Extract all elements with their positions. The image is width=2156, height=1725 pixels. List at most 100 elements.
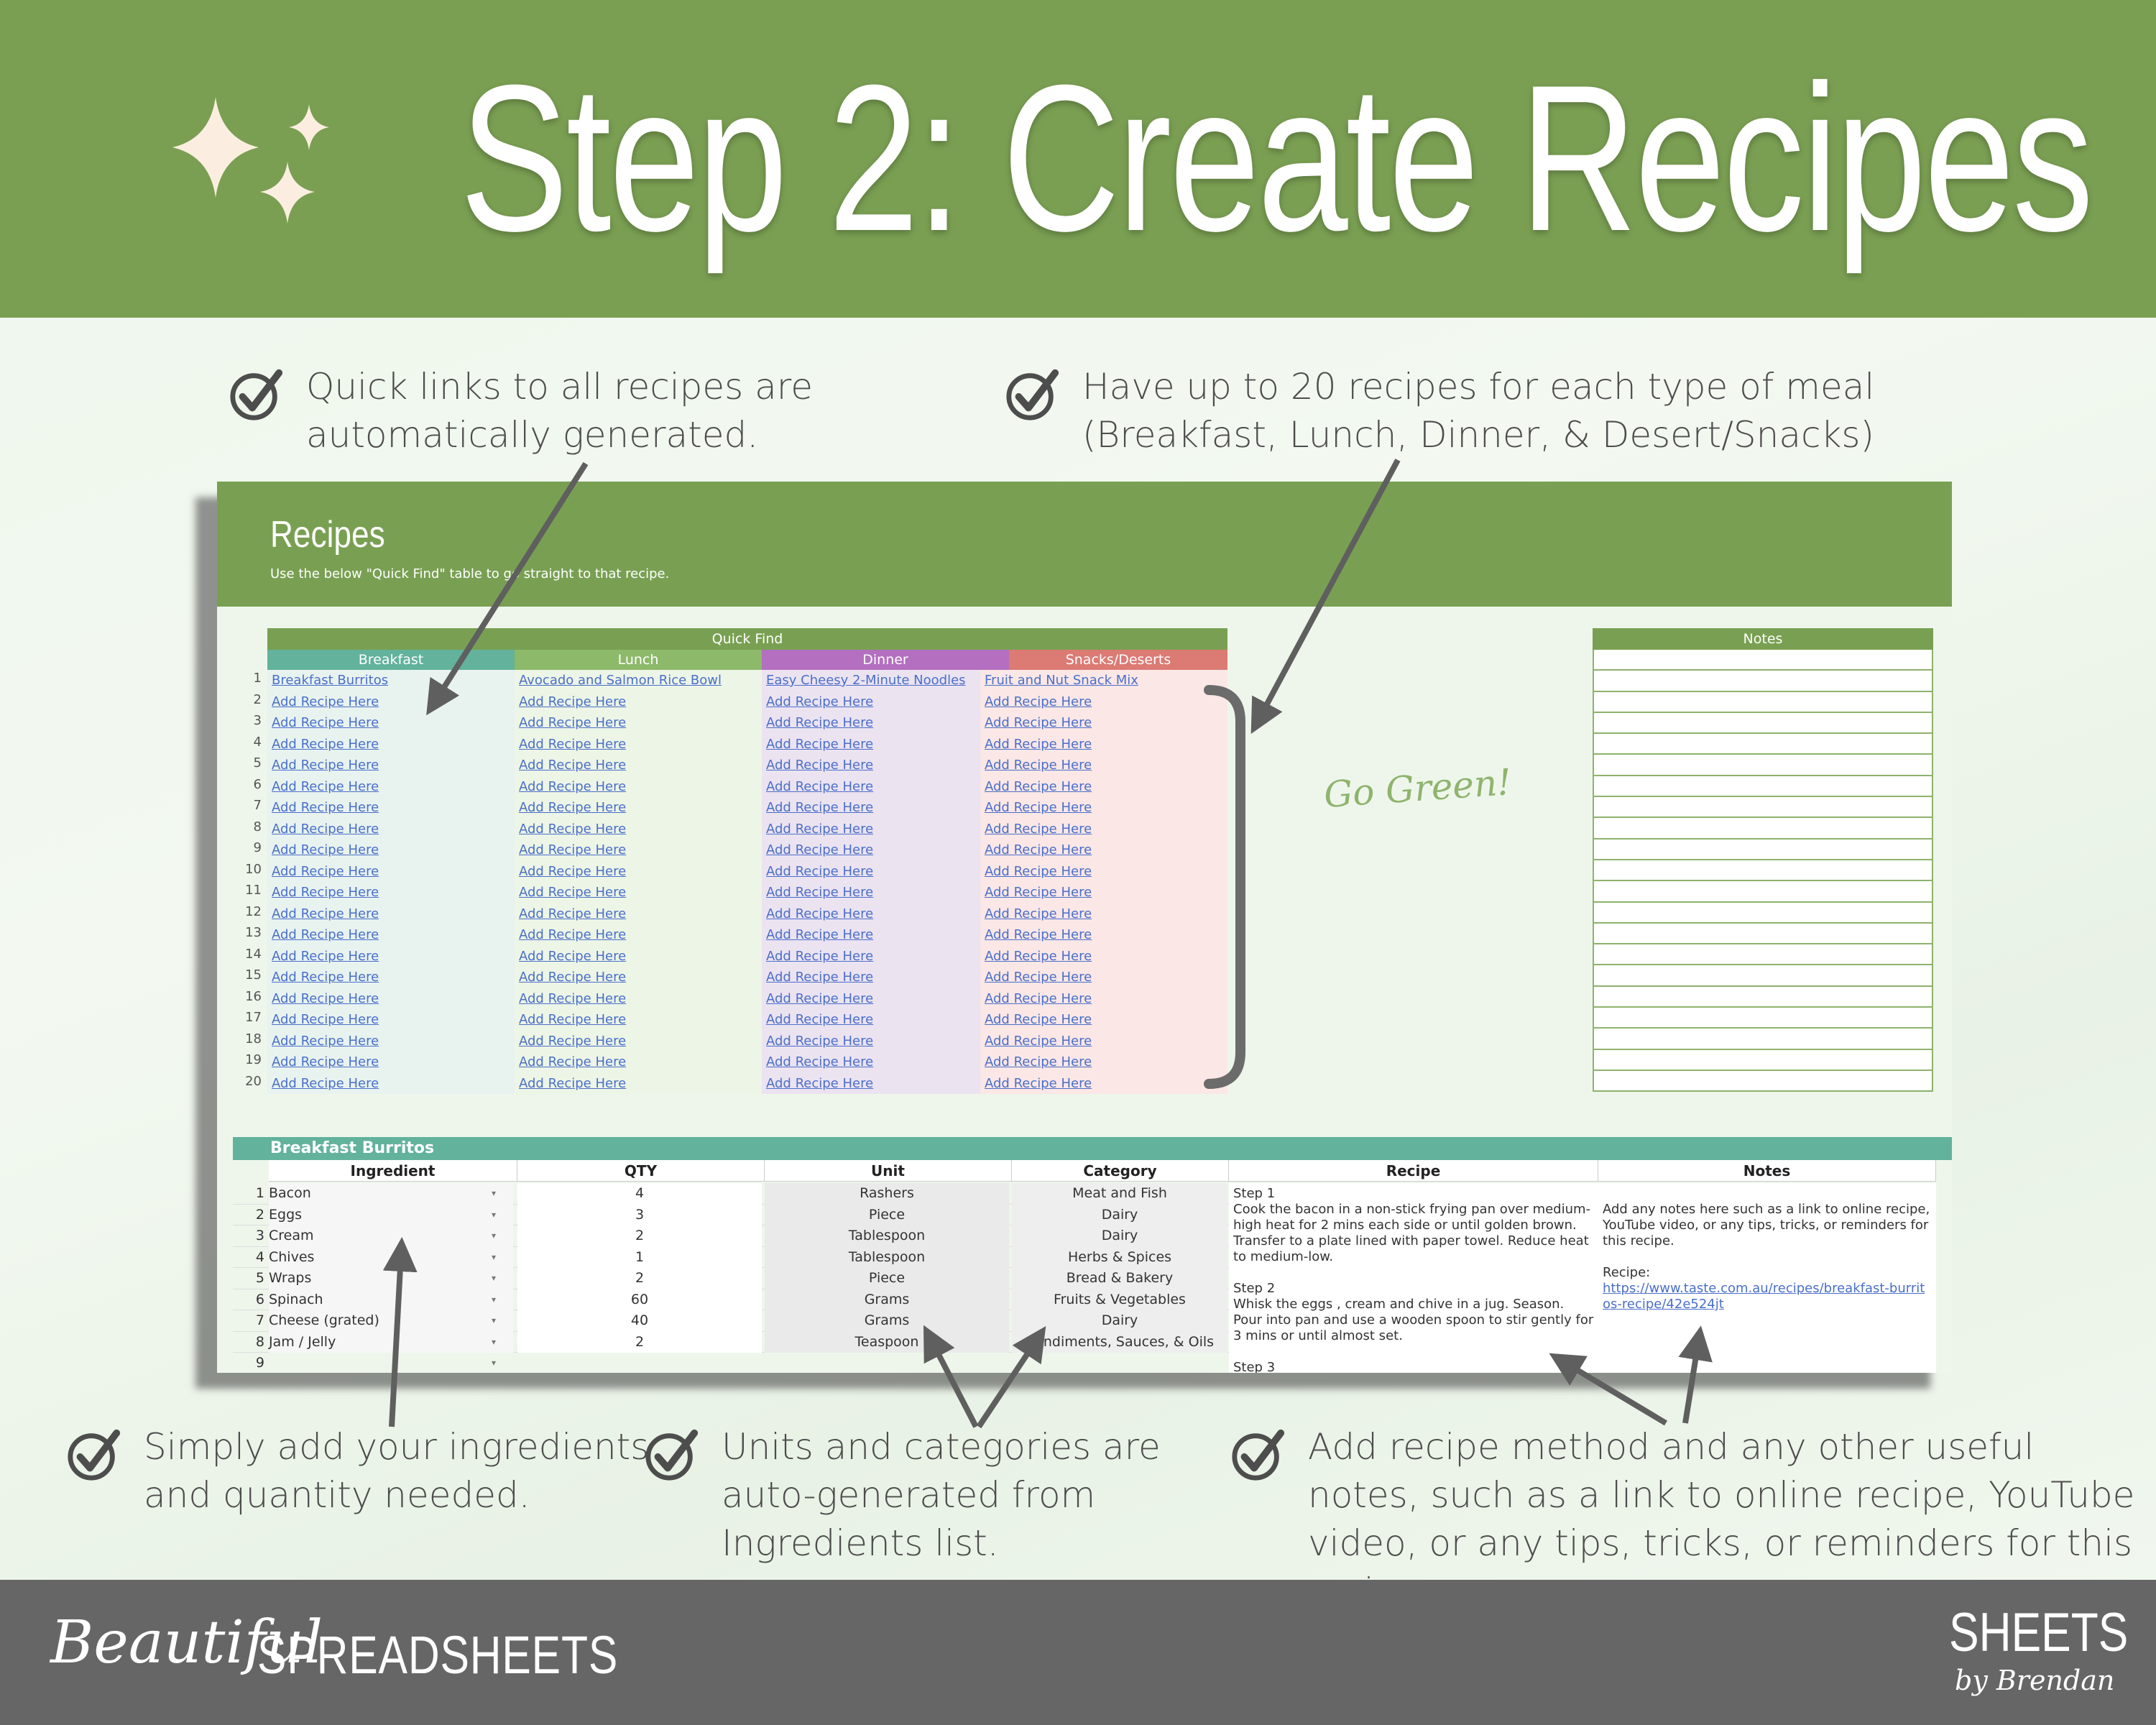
dropdown-arrow-icon[interactable]: ▾ [492, 1209, 497, 1220]
recipe-link[interactable]: Add Recipe Here [519, 1012, 627, 1027]
ingredient-cell[interactable]: Cream [269, 1225, 513, 1247]
recipe-link[interactable]: https://www.taste.com.au/recipes/breakfa… [1603, 1281, 1925, 1312]
recipe-link[interactable]: Add Recipe Here [272, 736, 379, 752]
recipe-link[interactable]: Add Recipe Here [985, 1012, 1092, 1027]
recipe-link[interactable]: Add Recipe Here [272, 863, 379, 879]
qty-cell[interactable]: 40 [517, 1310, 762, 1332]
notes-line[interactable] [1593, 860, 1933, 882]
recipe-link[interactable]: Add Recipe Here [766, 1075, 874, 1091]
recipe-link[interactable]: Add Recipe Here [519, 927, 627, 942]
notes-line[interactable] [1593, 944, 1933, 966]
recipe-link[interactable]: Add Recipe Here [985, 970, 1092, 985]
notes-line[interactable] [1593, 839, 1933, 860]
notes-line[interactable] [1593, 902, 1933, 924]
notes-line[interactable] [1593, 671, 1933, 692]
notes-line[interactable] [1593, 1049, 1933, 1071]
recipe-link[interactable]: Add Recipe Here [985, 990, 1092, 1006]
recipe-link[interactable]: Add Recipe Here [766, 1012, 874, 1027]
recipe-link[interactable]: Add Recipe Here [519, 970, 627, 985]
notes-line[interactable] [1593, 712, 1933, 735]
recipe-link[interactable]: Add Recipe Here [519, 1075, 627, 1091]
recipe-link[interactable]: Add Recipe Here [766, 948, 874, 964]
recipe-link[interactable]: Add Recipe Here [766, 1033, 874, 1049]
recipe-method[interactable]: Step 1 Cook the bacon in a non-stick fry… [1229, 1183, 1598, 1373]
notes-line[interactable] [1593, 965, 1933, 987]
recipe-link[interactable]: Add Recipe Here [519, 842, 627, 857]
ingredient-cell[interactable]: Spinach [269, 1289, 513, 1310]
recipe-link[interactable]: Fruit and Nut Snack Mix [985, 673, 1138, 688]
recipe-link[interactable]: Add Recipe Here [519, 821, 627, 837]
recipe-link[interactable]: Add Recipe Here [519, 948, 627, 964]
recipe-link[interactable]: Add Recipe Here [766, 758, 874, 773]
qty-cell[interactable]: 3 [517, 1204, 762, 1225]
recipe-link[interactable]: Add Recipe Here [766, 694, 874, 709]
recipe-link[interactable]: Avocado and Salmon Rice Bowl [519, 673, 722, 688]
recipe-link[interactable]: Add Recipe Here [519, 715, 627, 730]
recipe-link[interactable]: Add Recipe Here [766, 715, 874, 730]
recipe-link[interactable]: Add Recipe Here [766, 990, 874, 1006]
ingredient-cell[interactable]: Chives [269, 1246, 513, 1268]
dropdown-arrow-icon[interactable]: ▾ [492, 1230, 497, 1241]
dropdown-arrow-icon[interactable]: ▾ [492, 1358, 497, 1368]
notes-line[interactable] [1593, 650, 1933, 671]
ingredient-cell[interactable]: Cheese (grated) [269, 1310, 513, 1332]
recipe-link[interactable]: Add Recipe Here [766, 842, 874, 857]
recipe-link[interactable]: Add Recipe Here [766, 821, 874, 837]
recipe-link[interactable]: Add Recipe Here [272, 1054, 379, 1070]
notes-line[interactable] [1593, 1070, 1933, 1092]
recipe-link[interactable]: Add Recipe Here [272, 927, 379, 942]
notes-line[interactable] [1593, 755, 1933, 776]
recipe-link[interactable]: Add Recipe Here [272, 1075, 379, 1091]
recipe-link[interactable]: Add Recipe Here [985, 906, 1092, 921]
dropdown-arrow-icon[interactable]: ▾ [492, 1273, 497, 1283]
notes-line[interactable] [1593, 797, 1933, 819]
recipe-link[interactable]: Add Recipe Here [766, 736, 874, 752]
notes-line[interactable] [1593, 1029, 1933, 1050]
recipe-link[interactable]: Add Recipe Here [272, 885, 379, 900]
recipe-link[interactable]: Add Recipe Here [766, 800, 874, 815]
qty-cell[interactable]: 2 [517, 1331, 762, 1353]
qty-cell[interactable]: 60 [517, 1289, 762, 1310]
recipe-link[interactable]: Add Recipe Here [985, 1075, 1092, 1091]
ingredient-cell[interactable]: Bacon [269, 1183, 513, 1205]
recipe-link[interactable]: Add Recipe Here [985, 694, 1092, 709]
recipe-link[interactable]: Add Recipe Here [519, 1054, 627, 1070]
recipe-link[interactable]: Add Recipe Here [766, 927, 874, 942]
ingredient-cell[interactable]: Jam / Jelly [269, 1331, 513, 1353]
recipe-link[interactable]: Add Recipe Here [272, 1012, 379, 1027]
recipe-link[interactable]: Add Recipe Here [766, 906, 874, 921]
recipe-link[interactable]: Add Recipe Here [519, 736, 627, 752]
qty-cell[interactable]: 4 [517, 1183, 762, 1205]
dropdown-arrow-icon[interactable]: ▾ [492, 1336, 497, 1347]
notes-line[interactable] [1593, 734, 1933, 755]
recipe-link[interactable]: Add Recipe Here [519, 778, 627, 794]
notes-line[interactable] [1593, 986, 1933, 1008]
recipe-link[interactable]: Easy Cheesy 2-Minute Noodles [766, 673, 966, 688]
recipe-notes[interactable]: Add any notes here such as a link to onl… [1598, 1183, 1936, 1373]
recipe-link[interactable]: Add Recipe Here [985, 736, 1092, 752]
dropdown-arrow-icon[interactable]: ▾ [492, 1294, 497, 1305]
notes-line[interactable] [1593, 923, 1933, 945]
recipe-link[interactable]: Add Recipe Here [272, 842, 379, 857]
recipe-link[interactable]: Add Recipe Here [272, 800, 379, 815]
qty-cell[interactable]: 1 [517, 1246, 762, 1268]
recipe-link[interactable]: Breakfast Burritos [272, 673, 389, 688]
recipe-link[interactable]: Add Recipe Here [272, 758, 379, 773]
recipe-link[interactable]: Add Recipe Here [766, 778, 874, 794]
recipe-link[interactable]: Add Recipe Here [519, 758, 627, 773]
recipe-link[interactable]: Add Recipe Here [272, 906, 379, 921]
recipe-link[interactable]: Add Recipe Here [519, 1033, 627, 1049]
recipe-link[interactable]: Add Recipe Here [766, 885, 874, 900]
recipe-link[interactable]: Add Recipe Here [985, 948, 1092, 964]
recipe-link[interactable]: Add Recipe Here [519, 863, 627, 879]
ingredient-cell[interactable]: Wraps [269, 1268, 513, 1289]
recipe-link[interactable]: Add Recipe Here [272, 715, 379, 730]
dropdown-arrow-icon[interactable]: ▾ [492, 1315, 497, 1325]
recipe-link[interactable]: Add Recipe Here [519, 694, 627, 709]
recipe-link[interactable]: Add Recipe Here [985, 1054, 1092, 1070]
dropdown-arrow-icon[interactable]: ▾ [492, 1251, 497, 1262]
recipe-link[interactable]: Add Recipe Here [985, 800, 1092, 815]
recipe-link[interactable]: Add Recipe Here [985, 885, 1092, 900]
recipe-link[interactable]: Add Recipe Here [519, 990, 627, 1006]
dropdown-arrow-icon[interactable]: ▾ [492, 1188, 497, 1198]
